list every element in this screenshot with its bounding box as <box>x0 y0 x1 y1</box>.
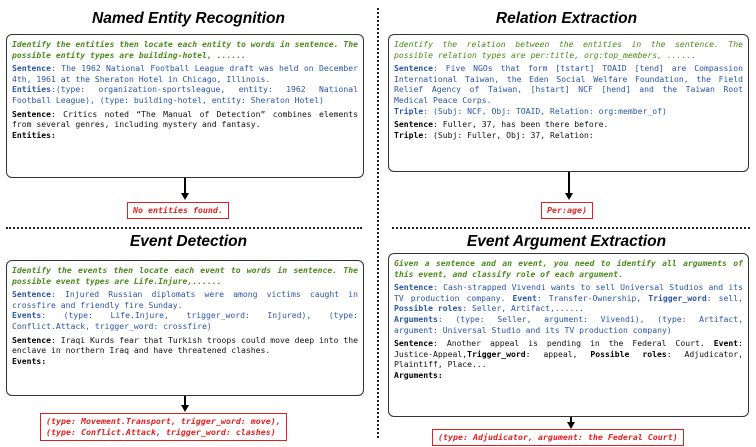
eae-result: (type: Adjudicator, argument: the Federa… <box>432 429 684 446</box>
re-query-output: : (Subj: Fuller, Obj: 37, Relation: <box>423 129 594 140</box>
eae-example: Sentence: Cash-strapped Vivendi wants to… <box>394 282 743 335</box>
eae-ex-sentence: : Cash-strapped Vivendi wants to sell Un… <box>394 282 743 303</box>
ed-query-output-label: Events <box>12 355 42 366</box>
ed-arrow-line <box>184 396 186 406</box>
eae-q-event-label: Event <box>713 338 739 349</box>
ed-title: Event Detection <box>129 233 248 250</box>
ed-query-output: : <box>41 355 47 366</box>
eae-q-event: : Justice-Appeal, <box>394 338 743 359</box>
eae-ex-sentence-label: Sentence <box>394 282 433 293</box>
ed-example-output-label: Events <box>12 310 42 321</box>
ed-example: Sentence: Injured Russian diplomats were… <box>12 289 358 331</box>
vertical-divider <box>377 8 379 438</box>
eae-ex-roles-label: Possible roles <box>394 303 463 314</box>
ner-arrow-head <box>181 193 189 200</box>
eae-ex-trigger-label: Trigger_word <box>648 292 707 303</box>
eae-arrow-head <box>567 422 575 429</box>
re-arrow-line <box>568 172 570 194</box>
ner-arrow-line <box>184 178 186 194</box>
re-query-sentence-label: Sentence <box>394 119 433 130</box>
horizontal-divider-left <box>6 227 362 229</box>
ed-instruction: Identify the events then locate each eve… <box>12 265 358 286</box>
eae-ex-args: : (type: Seller, argument: Vivendi), (ty… <box>394 313 743 335</box>
ner-example-output: :(type: organization-sportsleague, entit… <box>12 84 358 105</box>
re-example: Sentence: Five NGOs that form [tstart] T… <box>394 63 743 116</box>
ed-example-sentence: : Injured Russian diplomats were among v… <box>12 289 358 310</box>
panel-re: Relation Extraction Identify the relatio… <box>377 0 756 227</box>
re-result: Per:age) <box>541 202 593 219</box>
eae-q-args: : <box>437 369 443 380</box>
re-query-sentence: : Fuller, 37, has been there before. <box>432 119 609 130</box>
eae-q-trigger: : appeal, <box>525 348 591 359</box>
re-arrow-head <box>565 193 573 200</box>
eae-q-trigger-label: Trigger_word <box>467 348 526 359</box>
ner-example-output-label: Entities <box>12 84 51 95</box>
eae-instruction: Given a sentence and an event, you need … <box>394 258 743 279</box>
ed-prompt-box: Identify the events then locate each eve… <box>6 260 364 396</box>
ed-example-output: : (type: Life.Injure, trigger_word: Inju… <box>12 310 358 331</box>
re-example-output-label: Triple <box>394 105 424 116</box>
re-query-output-label: Triple <box>394 129 424 140</box>
ed-query-sentence: : Iraqi Kurds fear that Turkish troops c… <box>12 334 358 356</box>
ner-query: Sentence: Critics noted “The Manual of D… <box>12 109 358 141</box>
ner-example-sentence-label: Sentence <box>12 63 51 74</box>
eae-q-roles-label: Possible roles <box>590 348 667 359</box>
ed-example-sentence-label: Sentence <box>12 289 51 300</box>
re-title: Relation Extraction <box>495 10 638 27</box>
re-query: Sentence: Fuller, 37, has been there bef… <box>394 119 743 140</box>
ner-query-sentence-label: Sentence <box>12 108 51 119</box>
eae-q-args-label: Arguments <box>394 369 438 380</box>
eae-query: Sentence: Another appeal is pending in t… <box>394 338 743 380</box>
ner-instruction: Identify the entities then locate each e… <box>12 39 358 60</box>
re-example-sentence-label: Sentence <box>394 63 433 74</box>
horizontal-divider-right <box>392 227 750 229</box>
eae-q-sentence: : Another appeal is pending in the Feder… <box>432 338 714 349</box>
re-example-output: : (Subj: NCF, Obj: TOAID, Relation: org:… <box>423 105 667 116</box>
ner-query-sentence: : Critics noted “The Manual of Detection… <box>12 108 358 130</box>
ner-result: No entities found. <box>127 202 229 219</box>
eae-prompt-box: Given a sentence and an event, you need … <box>388 253 749 417</box>
ner-query-output: : <box>50 129 56 140</box>
ed-result-line-1: (type: Movement.Transport, trigger_word:… <box>46 416 281 426</box>
ner-example-sentence: : The 1962 National Football League draf… <box>12 63 358 84</box>
ner-title: Named Entity Recognition <box>92 10 285 27</box>
eae-ex-trigger: : sell, <box>706 292 743 303</box>
eae-ex-args-label: Arguments <box>394 313 438 324</box>
panel-ner: Named Entity Recognition Identify the en… <box>0 0 377 227</box>
eae-ex-roles: : Seller, Artifact,...... <box>462 303 585 314</box>
ed-result-line-2: (type: Conflict.Attack, trigger_word: cl… <box>46 427 276 437</box>
eae-q-sentence-label: Sentence <box>394 338 433 349</box>
ed-result: (type: Movement.Transport, trigger_word:… <box>40 413 287 441</box>
ed-query-sentence-label: Sentence <box>12 334 51 345</box>
eae-title: Event Argument Extraction <box>466 233 667 250</box>
eae-q-roles: : Adjudicator, Plaintiff, Place... <box>394 348 743 370</box>
ner-query-output-label: Entities <box>12 129 51 140</box>
ed-arrow-head <box>181 405 189 412</box>
eae-arrow-line <box>570 417 572 424</box>
ner-example: Sentence: The 1962 National Football Lea… <box>12 63 358 105</box>
ed-query: Sentence: Iraqi Kurds fear that Turkish … <box>12 335 358 367</box>
panel-eae: Event Argument Extraction Given a senten… <box>377 227 756 447</box>
eae-ex-event: : Transfer-Ownership, <box>536 292 649 303</box>
re-example-sentence: : Five NGOs that form [tstart] TOAID [te… <box>394 63 743 105</box>
re-prompt-box: Identify the relation between the entiti… <box>388 34 749 172</box>
eae-ex-event-label: Event <box>512 292 537 303</box>
panel-ed: Event Detection Identify the events then… <box>0 227 377 447</box>
re-instruction: Identify the relation between the entiti… <box>394 39 743 60</box>
ner-prompt-box: Identify the entities then locate each e… <box>6 34 364 178</box>
